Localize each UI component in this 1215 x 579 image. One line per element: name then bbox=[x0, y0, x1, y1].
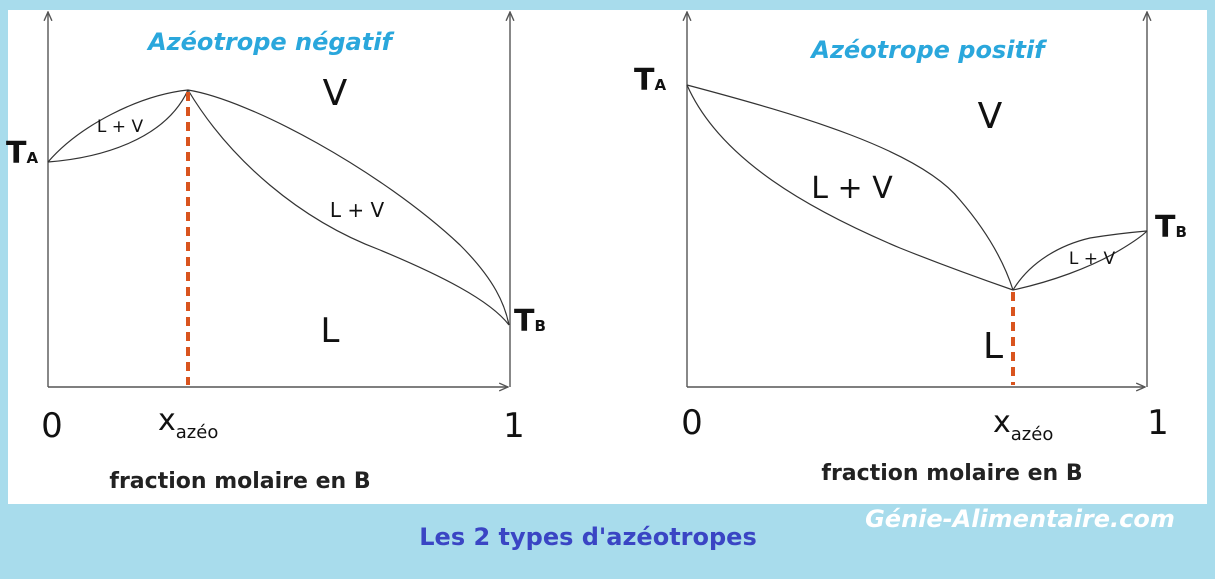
left-title: Azéotrope négatif bbox=[146, 28, 394, 56]
left-xazeo-label: xazéo bbox=[158, 403, 218, 443]
right-region-lv-small: L + V bbox=[1069, 249, 1116, 269]
negative-azeotrope-diagram: Azéotrope négatif V L L + V L + V TA TB … bbox=[6, 12, 546, 494]
left-tb-label: TB bbox=[514, 304, 546, 339]
right-tick-zero: 0 bbox=[681, 403, 703, 443]
left-tick-zero: 0 bbox=[41, 406, 63, 446]
right-tick-one: 1 bbox=[1147, 403, 1169, 443]
right-title: Azéotrope positif bbox=[809, 36, 1047, 64]
left-tick-one: 1 bbox=[503, 406, 525, 446]
left-liquid-curve-a bbox=[47, 89, 189, 163]
right-liquid-curve-b bbox=[1012, 230, 1148, 291]
left-region-lv-large: L + V bbox=[330, 198, 385, 222]
right-vapor-curve-b bbox=[1012, 230, 1148, 291]
right-vapor-curve-a bbox=[686, 84, 1014, 291]
left-ta-label: TA bbox=[6, 136, 38, 171]
right-region-liquid: L bbox=[983, 326, 1003, 367]
right-region-vapor: V bbox=[978, 96, 1003, 137]
caption: Les 2 types d'azéotropes bbox=[419, 523, 756, 551]
right-region-lv-large: L + V bbox=[811, 171, 893, 206]
right-xazeo-label: xazéo bbox=[993, 405, 1053, 445]
left-vapor-curve bbox=[47, 89, 510, 326]
left-region-vapor: V bbox=[323, 73, 348, 114]
positive-azeotrope-diagram: Azéotrope positif V L L + V L + V TA TB … bbox=[634, 12, 1187, 486]
right-tb-label: TB bbox=[1155, 210, 1187, 245]
right-xlabel: fraction molaire en B bbox=[821, 461, 1082, 486]
left-region-liquid: L bbox=[321, 311, 340, 351]
site-watermark: Génie-Alimentaire.com bbox=[865, 505, 1175, 533]
right-liquid-curve-a bbox=[686, 84, 1014, 291]
left-region-lv-small: L + V bbox=[97, 117, 144, 137]
left-xlabel: fraction molaire en B bbox=[109, 469, 370, 494]
right-ta-label: TA bbox=[634, 63, 666, 98]
left-liquid-curve-b bbox=[187, 89, 510, 326]
diagram-panel bbox=[8, 10, 1207, 504]
